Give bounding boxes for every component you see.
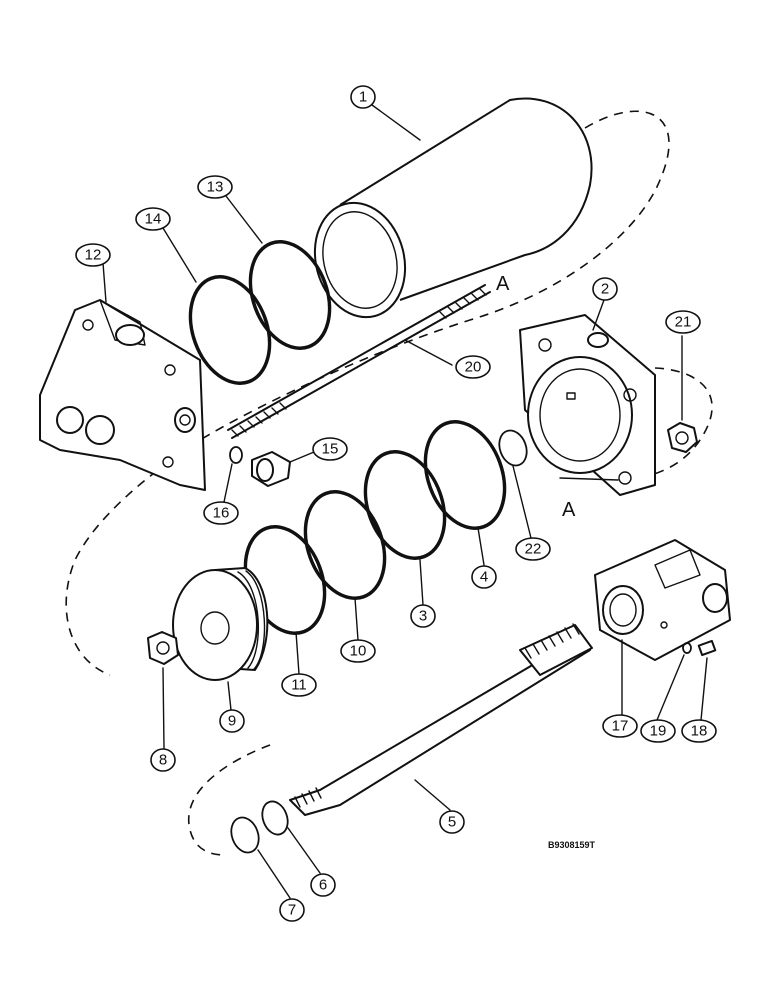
o-ring-3 xyxy=(363,450,447,560)
svg-text:7: 7 xyxy=(288,902,296,919)
backup-ring-14 xyxy=(188,275,272,385)
o-ring-4 xyxy=(423,420,507,530)
svg-text:1: 1 xyxy=(359,89,367,106)
callout-15: 15 xyxy=(312,437,348,461)
svg-text:11: 11 xyxy=(291,677,307,694)
section-letter-bottom: A xyxy=(562,499,576,521)
svg-text:2: 2 xyxy=(601,281,609,298)
assembly-guide-path-lower xyxy=(187,744,271,856)
callout-14: 14 xyxy=(135,207,171,231)
svg-text:4: 4 xyxy=(480,569,488,586)
washer-16 xyxy=(229,446,243,464)
svg-text:20: 20 xyxy=(465,359,482,376)
svg-text:14: 14 xyxy=(145,211,162,228)
piston-nut-8-bore xyxy=(156,641,170,655)
barrel-tube xyxy=(313,97,593,319)
set-screw-18 xyxy=(697,639,717,657)
callout-6: 6 xyxy=(310,873,336,897)
seal-10 xyxy=(303,490,387,600)
callout-18: 18 xyxy=(681,719,717,743)
callout-9: 9 xyxy=(219,709,245,733)
callout-22: 22 xyxy=(515,537,551,561)
callout-19: 19 xyxy=(640,719,676,743)
plug-15 xyxy=(251,451,291,487)
leader-lines xyxy=(102,104,708,899)
callout-4: 4 xyxy=(471,565,497,589)
piston-rod xyxy=(289,623,593,816)
callout-1: 1 xyxy=(350,85,376,109)
assembly-guide-path xyxy=(65,110,670,676)
svg-text:10: 10 xyxy=(350,643,367,660)
svg-text:13: 13 xyxy=(207,179,224,196)
svg-text:9: 9 xyxy=(228,713,236,730)
rod-end-head xyxy=(519,314,656,496)
piston-nut-8 xyxy=(147,631,179,665)
section-letter-top: A xyxy=(496,273,510,295)
hex-nut-21-bore xyxy=(675,431,689,445)
callout-13: 13 xyxy=(197,175,233,199)
callout-10: 10 xyxy=(340,639,376,663)
wiper-ring-6 xyxy=(261,800,289,836)
callout-21: 21 xyxy=(665,310,701,334)
svg-text:5: 5 xyxy=(448,814,456,831)
callout-11: 11 xyxy=(281,673,317,697)
svg-text:17: 17 xyxy=(612,718,629,735)
svg-text:21: 21 xyxy=(675,314,692,331)
tie-rod xyxy=(227,284,491,439)
cylinder-head-mount xyxy=(39,299,206,491)
rod-clevis xyxy=(594,539,731,661)
svg-text:19: 19 xyxy=(650,723,667,740)
o-ring-22 xyxy=(498,429,528,467)
svg-text:12: 12 xyxy=(85,247,102,264)
callout-7: 7 xyxy=(279,898,305,922)
callout-3: 3 xyxy=(410,604,436,628)
callout-16: 16 xyxy=(203,501,239,525)
callout-5: 5 xyxy=(439,810,465,834)
svg-text:6: 6 xyxy=(319,877,327,894)
callout-17: 17 xyxy=(602,714,638,738)
svg-text:15: 15 xyxy=(322,441,339,458)
svg-text:16: 16 xyxy=(213,505,230,522)
o-ring-13 xyxy=(248,240,332,350)
svg-text:3: 3 xyxy=(419,608,427,625)
piston xyxy=(172,567,269,681)
lock-washer-19 xyxy=(682,642,692,654)
svg-text:18: 18 xyxy=(691,723,708,740)
figure-reference: B9308159T xyxy=(548,840,596,850)
assembly-guide-path-right xyxy=(639,367,713,479)
callout-20: 20 xyxy=(455,355,491,379)
callout-12: 12 xyxy=(75,243,111,267)
hex-nut-21 xyxy=(667,422,698,453)
callout-8: 8 xyxy=(150,748,176,772)
svg-text:22: 22 xyxy=(525,541,542,558)
seal-ring-7 xyxy=(230,816,260,854)
svg-text:8: 8 xyxy=(159,752,167,769)
callout-2: 2 xyxy=(592,277,618,301)
